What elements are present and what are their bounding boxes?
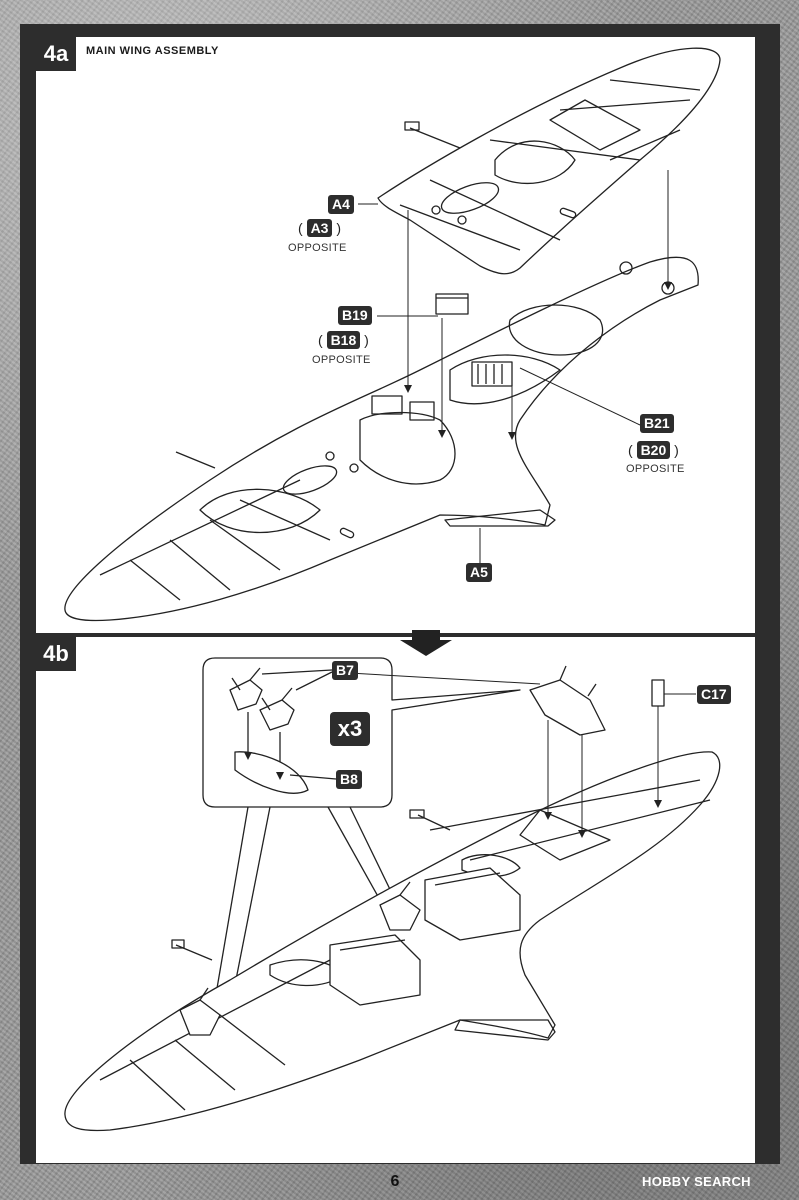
quantity-multiplier-badge: x3 <box>330 712 370 746</box>
part-a5-label: A5 <box>466 563 492 582</box>
down-arrow-icon <box>400 630 452 656</box>
part-a3-label: ( A3 ) <box>298 219 342 237</box>
part-c17-label: C17 <box>697 685 731 704</box>
part-c17-shape <box>651 679 665 707</box>
part-b8-label: B8 <box>336 770 362 789</box>
watermark: HOBBY SEARCH <box>642 1174 751 1189</box>
part-a4-label: A4 <box>328 195 354 214</box>
part-b19-label: B19 <box>338 306 372 325</box>
part-b7-label: B7 <box>332 661 358 680</box>
opposite-label-a3: OPPOSITE <box>288 242 347 254</box>
part-b20-label: ( B20 ) <box>628 441 679 459</box>
part-b21-label: B21 <box>640 414 674 433</box>
gun-mount-b7-inset <box>229 667 337 794</box>
wing-assembly-4b <box>64 665 721 1132</box>
part-b18-label: ( B18 ) <box>318 331 369 349</box>
upper-wing-part-a4 <box>377 47 721 275</box>
part-b19-shape <box>435 293 469 315</box>
opposite-label-b18: OPPOSITE <box>312 354 371 366</box>
opposite-label-b20: OPPOSITE <box>626 463 685 475</box>
part-a3-code: A3 <box>306 219 333 237</box>
step-4b-badge: 4b <box>36 637 76 671</box>
step-4a-badge: 4a <box>36 37 76 71</box>
page-number: 6 <box>390 1173 400 1190</box>
section-title: MAIN WING ASSEMBLY <box>86 45 219 57</box>
part-b20-code: B20 <box>636 441 671 459</box>
lower-wing-part-a5 <box>64 256 699 622</box>
part-b18-code: B18 <box>326 331 361 349</box>
